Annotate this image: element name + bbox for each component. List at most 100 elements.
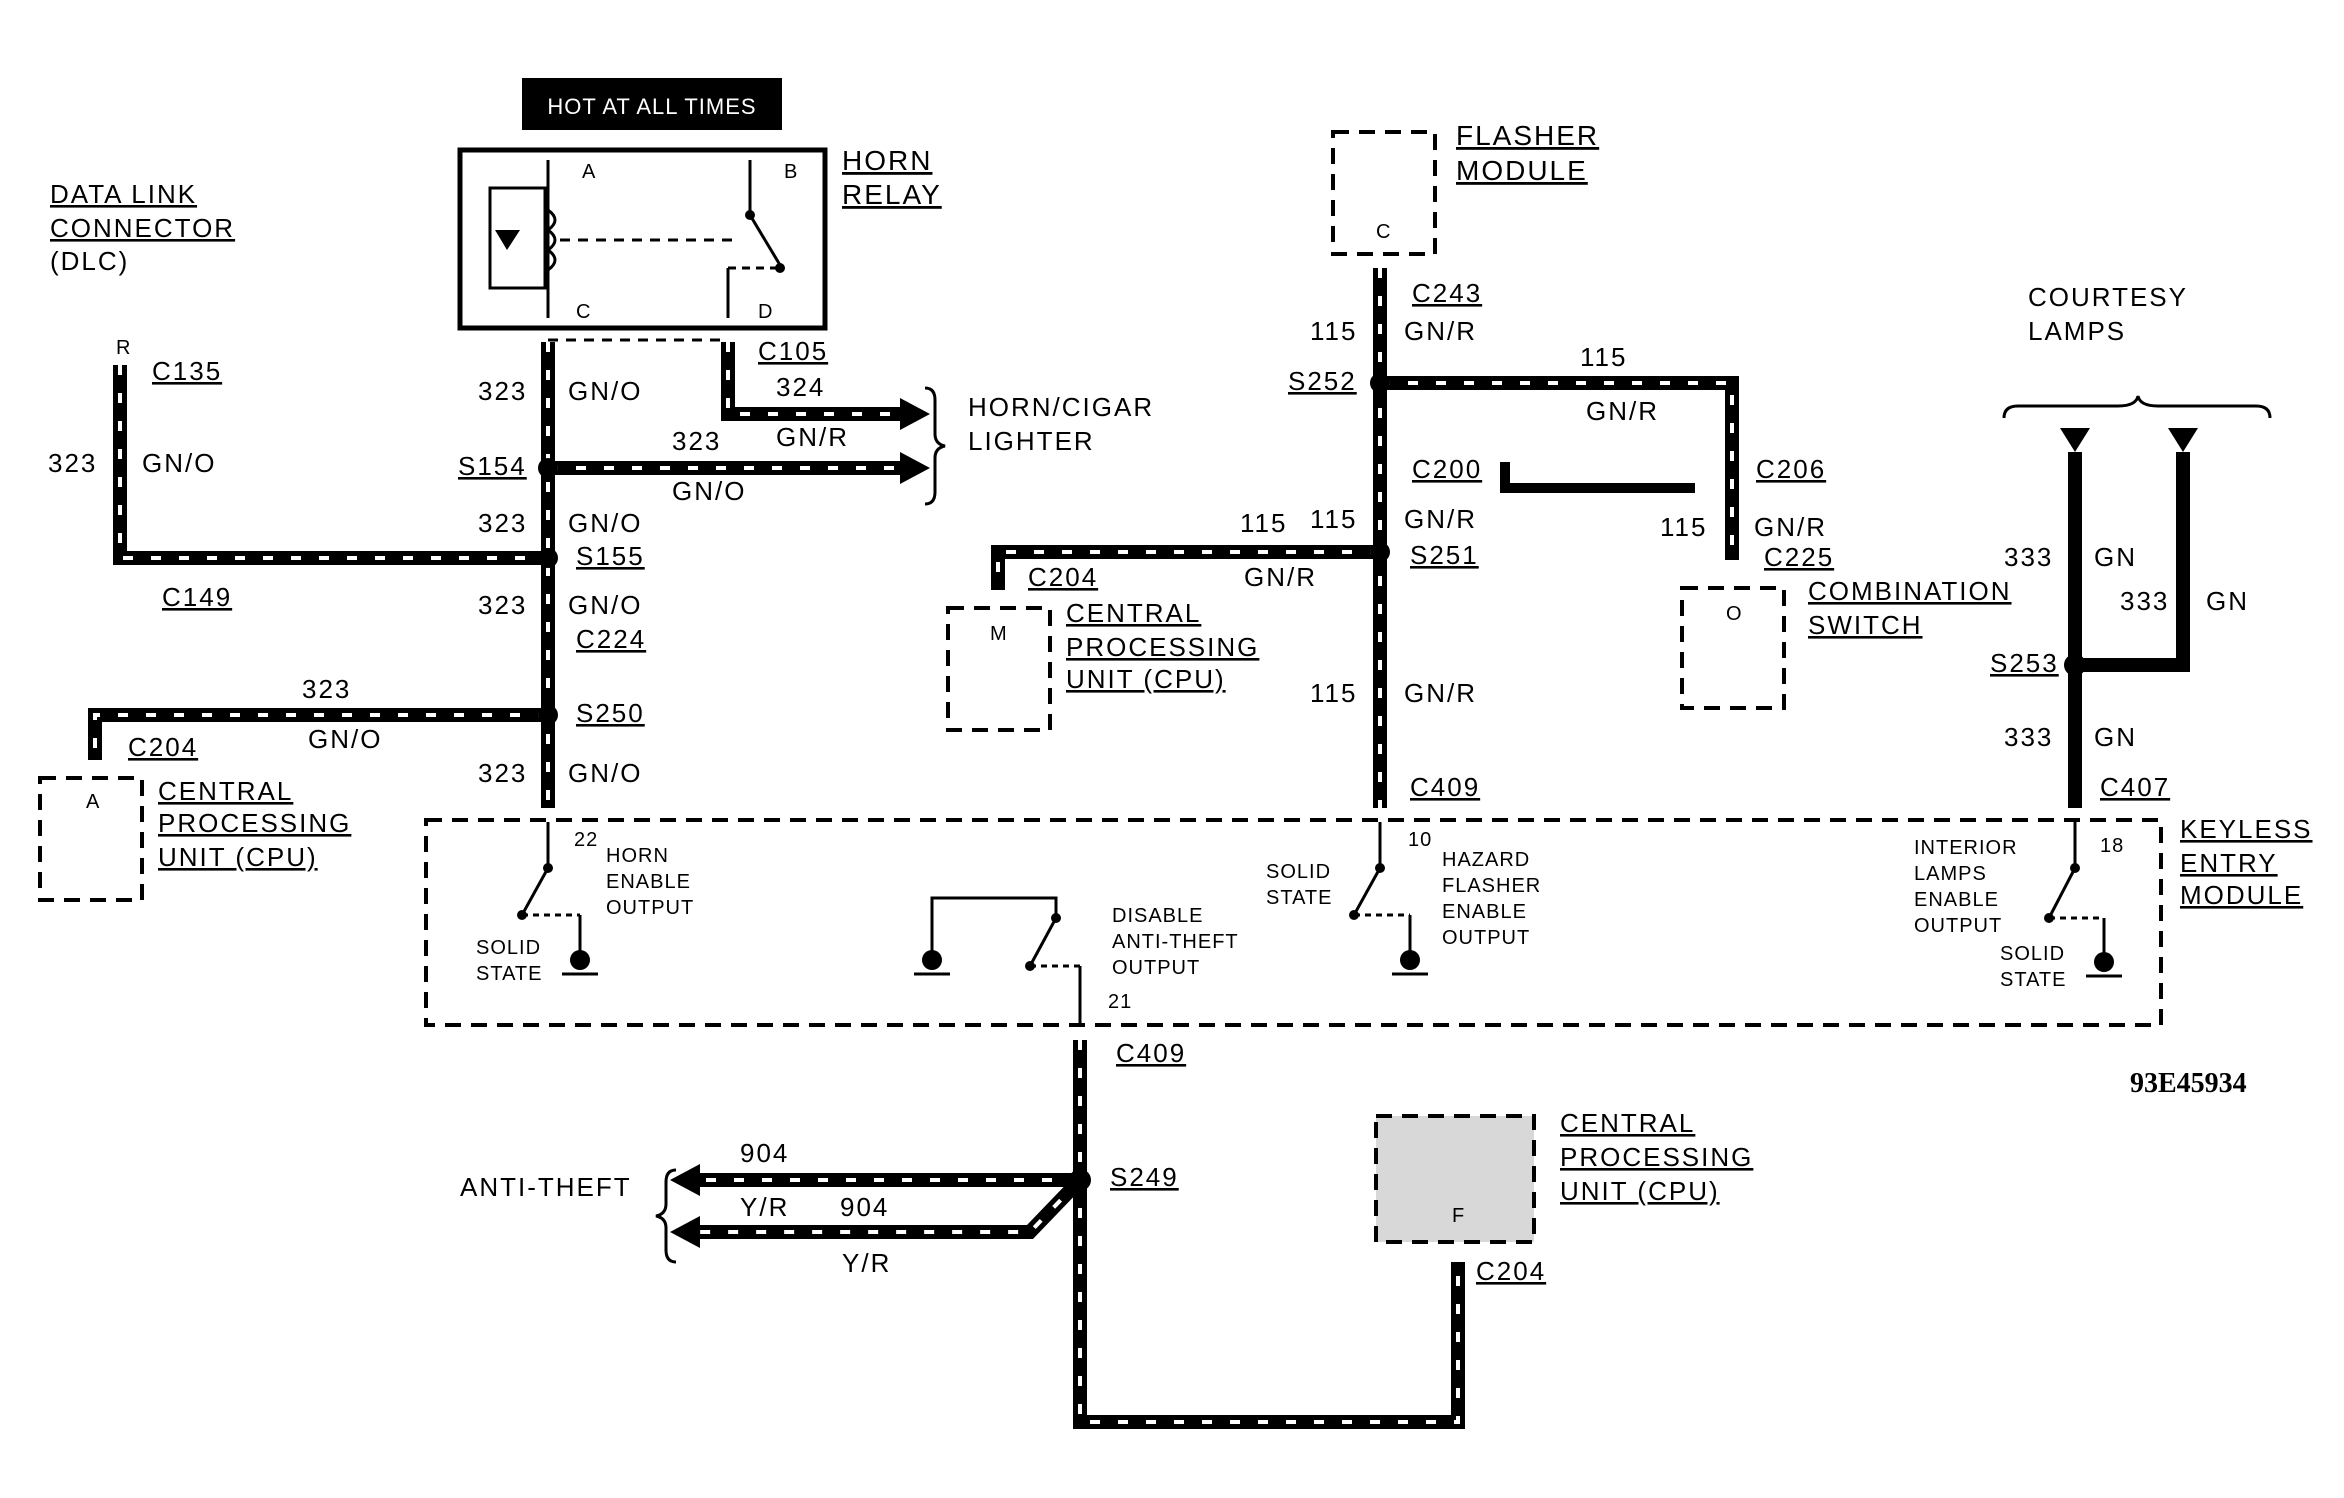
wire-323-cpu-a <box>88 708 548 760</box>
solid-state-1a: SOLID <box>476 937 541 959</box>
flasher-module-box <box>1331 130 1437 256</box>
cpu-m-pin: M <box>990 623 1008 645</box>
color-gn-b: GN <box>2206 586 2249 616</box>
color-gn-o-horn: GN/O <box>672 476 746 506</box>
color-gn-c: GN <box>2094 722 2137 752</box>
splice-s249 <box>1069 1169 1091 1191</box>
disable-antitheft-1: DISABLE <box>1112 905 1203 927</box>
hot-at-all-times-banner: HOT AT ALL TIMES <box>522 78 782 130</box>
pin-10: 10 <box>1408 829 1432 851</box>
combination-switch-box <box>1680 586 1786 710</box>
disable-antitheft-3: OUTPUT <box>1112 957 1200 979</box>
splice-s250-label: S250 <box>576 698 645 728</box>
keyless-title-2: ENTRY <box>2180 848 2278 878</box>
cpu-a-title-1: CENTRAL <box>158 776 293 806</box>
hazard-flasher-3: ENABLE <box>1442 901 1527 923</box>
circuit-324: 324 <box>776 372 825 402</box>
color-gn-r-e: GN/R <box>1404 678 1477 708</box>
dlc-title-2: CONNECTOR <box>50 213 235 243</box>
splice-s249-label: S249 <box>1110 1162 1179 1192</box>
connector-c243: C243 <box>1412 278 1482 308</box>
cpu-f-box <box>1374 1114 1536 1244</box>
cpu-a-title-3: UNIT (CPU) <box>158 842 318 872</box>
color-gn-o-dlc: GN/O <box>142 448 216 478</box>
circuit-323-horn: 323 <box>672 426 721 456</box>
circuit-115-c: 115 <box>1310 504 1357 534</box>
cpu-m-title-3: UNIT (CPU) <box>1066 664 1226 694</box>
relay-pin-d: D <box>758 301 773 323</box>
connector-c149: C149 <box>162 582 232 612</box>
wire-904-main <box>1073 1040 1465 1429</box>
connector-c407: C407 <box>2100 772 2170 802</box>
solid-state-2b: STATE <box>1266 887 1332 909</box>
disable-antitheft-switch <box>914 896 1082 1024</box>
connector-c206: C206 <box>1756 454 1826 484</box>
circuit-323-dlc: 323 <box>48 448 97 478</box>
circuit-323-cpu: 323 <box>302 674 351 704</box>
cpu-a-box <box>38 776 144 902</box>
wire-333-branch <box>2075 452 2190 672</box>
cpu-f-title-1: CENTRAL <box>1560 1108 1695 1138</box>
flasher-pin-c: C <box>1376 221 1391 243</box>
connector-c204-a: C204 <box>128 732 198 762</box>
cpu-a-pin: A <box>86 791 100 813</box>
interior-lamps-3: ENABLE <box>1914 889 1999 911</box>
circuit-323-d: 323 <box>478 758 527 788</box>
solid-state-2a: SOLID <box>1266 861 1331 883</box>
circuit-323-c: 323 <box>478 590 527 620</box>
circuit-333-a: 333 <box>2004 542 2053 572</box>
splice-s154 <box>538 458 558 478</box>
color-y-r-b: Y/R <box>842 1248 891 1278</box>
solid-state-3a: SOLID <box>2000 943 2065 965</box>
horn-cigar-title-2: LIGHTER <box>968 426 1095 456</box>
splice-s252-label: S252 <box>1288 366 1357 396</box>
cpu-m-box <box>946 606 1052 732</box>
flasher-title-1: FLASHER <box>1456 120 1599 151</box>
c200-bar <box>1500 462 1695 493</box>
keyless-title-3: MODULE <box>2180 880 2303 910</box>
dlc-pin-r: R <box>116 337 131 359</box>
circuit-323-a: 323 <box>478 376 527 406</box>
diode-icon <box>495 230 520 250</box>
dlc-title-1: DATA LINK <box>50 179 197 209</box>
connector-c225: C225 <box>1764 542 1834 572</box>
wire-323-horn <box>548 452 930 484</box>
color-gn-o-a: GN/O <box>568 376 642 406</box>
color-y-r-a: Y/R <box>740 1192 789 1222</box>
color-gn-a: GN <box>2094 542 2137 572</box>
lamp-icon-1 <box>2060 428 2090 452</box>
circuit-323-b: 323 <box>478 508 527 538</box>
wire-324 <box>721 342 930 430</box>
horn-enable-switch <box>517 822 598 976</box>
cpu-f-title-3: UNIT (CPU) <box>1560 1176 1720 1206</box>
relay-pin-c: C <box>576 301 591 323</box>
connector-c105: C105 <box>758 336 828 366</box>
color-gn-o-cpu: GN/O <box>308 724 382 754</box>
hazard-flasher-2: FLASHER <box>1442 875 1541 897</box>
connector-c204-m: C204 <box>1028 562 1098 592</box>
splice-s251 <box>1370 542 1390 562</box>
cpu-f-pin: F <box>1452 1205 1465 1227</box>
connector-c200: C200 <box>1412 454 1482 484</box>
coil-icon <box>545 208 557 272</box>
hazard-flasher-4: OUTPUT <box>1442 927 1530 949</box>
cpu-f-title-2: PROCESSING <box>1560 1142 1753 1172</box>
disable-antitheft-2: ANTI-THEFT <box>1112 931 1239 953</box>
hazard-flasher-1: HAZARD <box>1442 849 1530 871</box>
horn-relay-title-1: HORN <box>842 145 932 176</box>
horn-enable-1: HORN <box>606 845 669 867</box>
combination-switch-pin: O <box>1726 603 1743 625</box>
horn-relay: A B C D <box>457 147 828 331</box>
splice-s253 <box>2064 654 2086 676</box>
pin-22: 22 <box>574 829 598 851</box>
circuit-333-c: 333 <box>2004 722 2053 752</box>
interior-lamps-1: INTERIOR <box>1914 837 2018 859</box>
circuit-333-b: 333 <box>2120 586 2169 616</box>
wire-904-branch-1 <box>670 1164 1080 1196</box>
interior-lamps-2: LAMPS <box>1914 863 1987 885</box>
courtesy-lamps-title-2: LAMPS <box>2028 316 2126 346</box>
splice-s251-label: S251 <box>1410 540 1479 570</box>
dlc-title-3: (DLC) <box>50 246 129 276</box>
splice-s253-label: S253 <box>1990 648 2059 678</box>
